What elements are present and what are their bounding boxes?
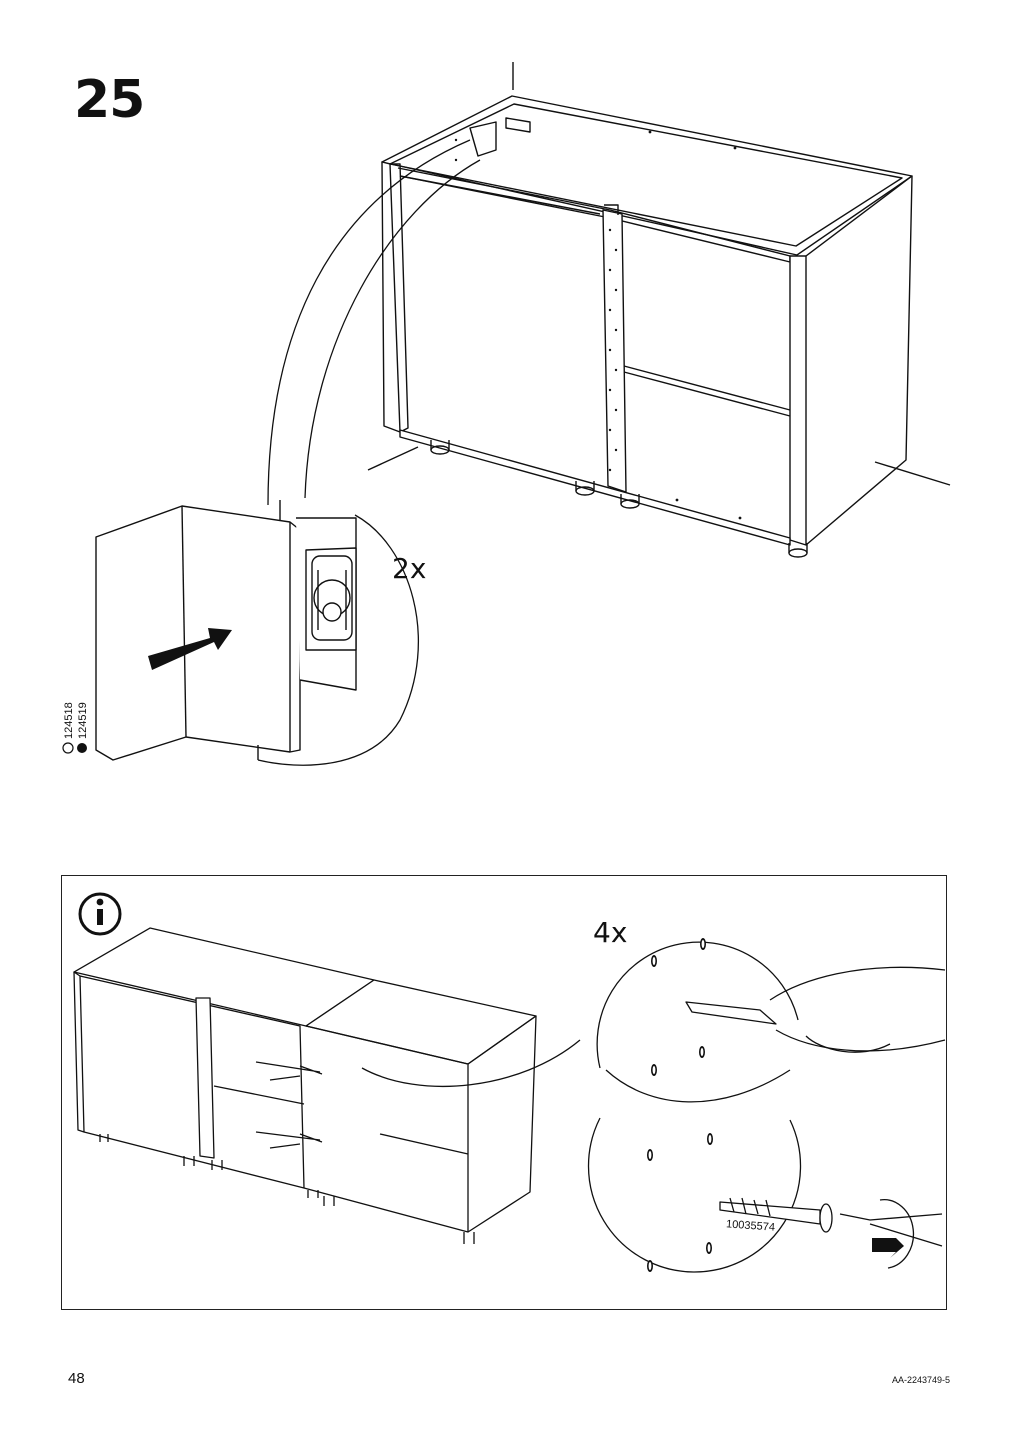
hinge-quantity: 2x	[392, 552, 427, 585]
info-panel	[61, 875, 947, 1310]
article-markers	[62, 742, 87, 754]
info-icon	[78, 892, 122, 936]
step-illustration	[95, 62, 951, 766]
step-number: 25	[74, 70, 145, 130]
document-code: AA-2243749-5	[891, 1375, 950, 1385]
page-number: 48	[68, 1370, 85, 1387]
hole-quantity: 4x	[593, 916, 628, 949]
article-number-list: 124518 124519	[60, 697, 100, 757]
